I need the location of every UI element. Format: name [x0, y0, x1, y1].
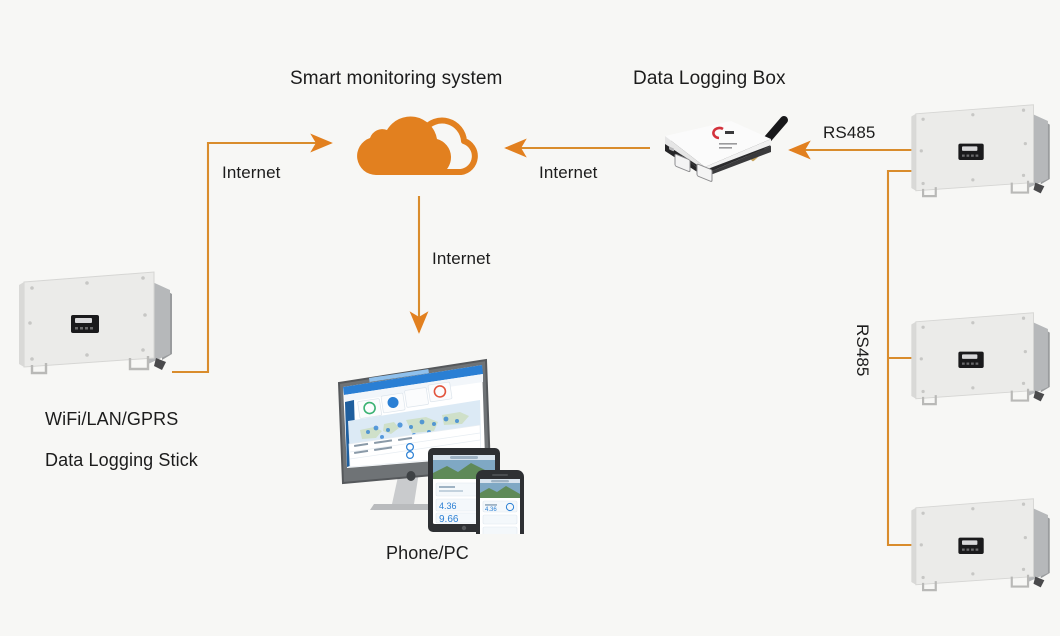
edge-label-internet-down: Internet [432, 249, 491, 268]
page-title-logging-box: Data Logging Box [633, 68, 786, 89]
smartphone-icon: 4.36 [476, 470, 524, 534]
svg-text:9.66: 9.66 [439, 514, 459, 525]
edge-label-rs485-top: RS485 [823, 123, 876, 142]
connector-left-inverter-to-cloud [172, 133, 333, 374]
page-title-cloud: Smart monitoring system [290, 68, 503, 89]
edge-label-internet-left: Internet [222, 163, 281, 182]
node-label-devices: Phone/PC [386, 543, 469, 563]
inverter-icon [905, 98, 1057, 202]
cloud-icon [340, 108, 492, 190]
node-label-stick-line1: WiFi/LAN/GPRS [45, 409, 179, 429]
inverter-icon [12, 266, 180, 378]
devices-cluster: 4.36 9.66 4.36 [314, 352, 546, 534]
inverter-icon [905, 492, 1057, 596]
svg-text:4.36: 4.36 [485, 507, 497, 513]
data-logging-box-icon [653, 104, 805, 189]
svg-text:4.36: 4.36 [439, 501, 457, 511]
edge-label-internet-right: Internet [539, 163, 598, 182]
inverter-icon [905, 306, 1057, 410]
edge-label-rs485-bus: RS485 [853, 324, 872, 377]
node-label-stick-line2: Data Logging Stick [45, 450, 198, 470]
